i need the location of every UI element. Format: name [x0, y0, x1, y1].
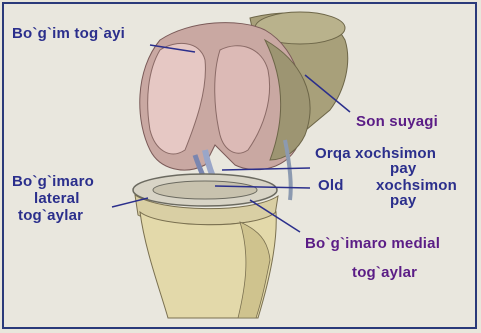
- label-medial-1: Bo`g`imaro medial: [305, 236, 440, 252]
- label-bogim-togayi: Bo`g`im tog`ayi: [12, 26, 125, 42]
- label-orqa-xochsimon-2: pay: [390, 161, 416, 177]
- label-orqa-xochsimon-1: Orqa xochsimon: [315, 146, 436, 162]
- label-old-xochsimon-3: pay: [390, 193, 416, 209]
- label-medial-2: tog`aylar: [352, 265, 417, 281]
- label-lateral-1: Bo`g`imaro: [12, 174, 94, 190]
- menisci-inner: [153, 181, 257, 199]
- label-old-xochsimon-1: Old: [318, 178, 344, 194]
- label-lateral-2: lateral: [34, 191, 80, 207]
- label-son-suyagi: Son suyagi: [356, 114, 438, 130]
- label-old-xochsimon-2: xochsimon: [376, 178, 457, 194]
- leader-orqa: [222, 168, 310, 170]
- label-lateral-3: tog`aylar: [18, 208, 83, 224]
